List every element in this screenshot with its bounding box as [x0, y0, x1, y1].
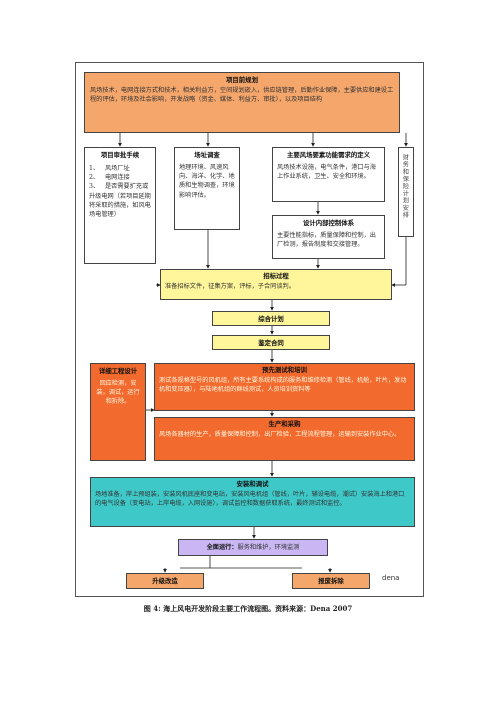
integrated-plan-title: 综合计划 [258, 315, 284, 323]
detailed-design-body: 回应检测，安装，调试，运行和拆除。 [96, 379, 140, 406]
internal-control-body: 主要性能指标，质量保障和控制，出厂检测，报告制度和交接管理。 [277, 231, 376, 248]
production-title: 生产和采购 [268, 420, 301, 428]
approval-item-2: 2、电网连接 [89, 173, 130, 181]
tender-title: 招标过程 [263, 272, 289, 280]
contract-box: 鉴定合同 [212, 335, 330, 350]
detailed-design-title: 详细工程设计 [98, 367, 138, 375]
approval-item-1: 1、风场厂址 [89, 164, 130, 172]
finance-text: 财务和保险计划安排 [401, 154, 409, 219]
functional-requirements-title: 主要风场要素功能需求的定义 [286, 151, 371, 159]
figure-caption: 图 4: 海上风电开发阶段主要工作流程图。资料来源：Dena 2007 [143, 604, 353, 613]
source-mark: dena [382, 574, 400, 582]
site-survey-title: 场址调查 [194, 151, 220, 159]
site-survey-body: 地理环境、风速风向、海洋、化学、地质和生物调查，环境影响评估。 [179, 163, 235, 199]
operation-title: 全面运行： [206, 544, 238, 551]
site-survey-box: 场址调查 地理环境、风速风向、海洋、化学、地质和生物调查，环境影响评估。 [174, 147, 240, 230]
operation-body: 服务和维护，环境监测 [237, 544, 300, 551]
diagram-frame [75, 62, 424, 597]
installation-box: 安装和调试 场地准备，岸上预组装，安装风机底座和变电站，安装风电机组（管线，叶片… [90, 477, 415, 527]
functional-requirements-box: 主要风场要素功能需求的定义 风场技术设施，电气条件，港口与海上作业系统，卫生、安… [272, 147, 385, 202]
pre-planning-box: 项目前规划 风场技术，电网连接方式和技术，相关利益方，空间规划嵌入，供应链管理，… [84, 72, 400, 133]
upgrade-box: 升级改造 [126, 573, 204, 589]
tender-box: 招标过程 准备招标文件，征集方案，评标，子合同谈判。 [160, 269, 392, 300]
operation-box: 全面运行：服务和维护，环境监测 [178, 539, 328, 556]
pre-testing-body: 测试各规格型号的风机组，所有主要系统构成的服务和维修检测（管线，机舱，叶片，发动… [159, 376, 407, 393]
approval-box: 项目审批手续 1、风场厂址 2、电网连接 3、是否需要扩充或升级电网（若项目延期… [84, 147, 156, 264]
contract-title: 鉴定合同 [258, 339, 284, 347]
installation-title: 安装和调试 [236, 480, 269, 488]
internal-control-title: 设计内部控制体系 [302, 219, 355, 227]
approval-title: 项目审批手续 [100, 151, 140, 159]
pre-planning-body: 风场技术，电网连接方式和技术，相关利益方，空间规划嵌入，供应链管理，后勤作业保障… [90, 86, 394, 103]
production-box: 生产和采购 风场各器材的生产，质量保障和控制，出厂检验，工程流程管理，运输到安装… [154, 417, 415, 461]
installation-body: 场地准备，岸上预组装，安装风机底座和变电站，安装风电机组（管线，叶片，辅设电缆，… [95, 490, 405, 507]
finance-box: 财务和保险计划安排 [398, 147, 414, 237]
approval-item-3: 3、是否需要扩充或升级电网（若项目延期将采取的措施，如风电场电管理） [89, 183, 151, 219]
decommission-box: 报废拆除 [292, 573, 370, 589]
pre-testing-title: 预先测试和培训 [262, 366, 307, 374]
production-body: 风场各器材的生产，质量保障和控制，出厂检验，工程流程管理，运输到安装作业中心。 [159, 430, 401, 438]
pre-planning-title: 项目前规划 [226, 76, 258, 84]
functional-requirements-body: 风场技术设施，电气条件，港口与海上作业系统，卫生、安全和环境。 [277, 163, 376, 180]
decommission-title: 报废拆除 [318, 577, 344, 585]
detailed-design-box: 详细工程设计 回应检测，安装，调试，运行和拆除。 [90, 363, 146, 461]
pre-testing-box: 预先测试和培训 测试各规格型号的风机组，所有主要系统构成的服务和维修检测（管线，… [154, 363, 415, 411]
internal-control-box: 设计内部控制体系 主要性能指标，质量保障和控制，出厂检测，报告制度和交接管理。 [272, 215, 385, 259]
integrated-plan-box: 综合计划 [212, 311, 330, 326]
upgrade-title: 升级改造 [152, 577, 178, 585]
tender-body: 准备招标文件，征集方案，评标，子合同谈判。 [165, 282, 295, 290]
